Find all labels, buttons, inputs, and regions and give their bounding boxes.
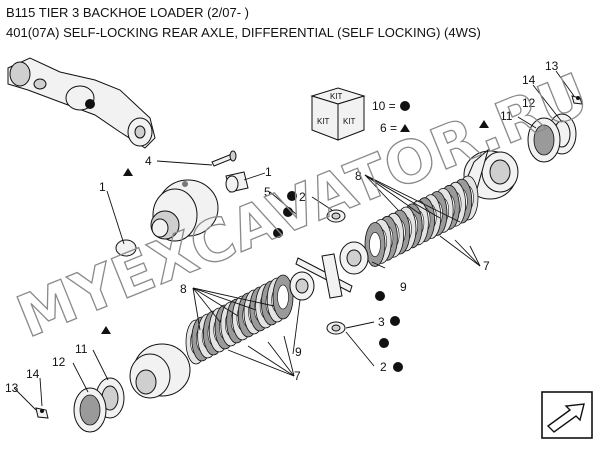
kit-legend: KIT KIT KIT 10 = 6 =: [310, 87, 410, 141]
dot-markers: [273, 191, 403, 372]
callout-12-left: 12: [52, 355, 66, 369]
callout-13-right: 13: [545, 59, 559, 73]
dot-marker-icon: [375, 291, 385, 301]
bolt-4: [211, 150, 237, 167]
callout-2-bottom: 2: [380, 360, 387, 374]
callout-4: 4: [145, 154, 152, 168]
axle-overview-thumbnail: [7, 57, 156, 149]
bushing-1: [115, 171, 249, 257]
clutch-disc-hole: [369, 232, 381, 257]
kit-box-icon: KIT KIT KIT: [310, 87, 366, 141]
clutch-disc-hole: [277, 284, 289, 310]
callout-9-bottom: 9: [295, 345, 302, 359]
bevel-gear-2-upper: [326, 209, 346, 223]
lower-differential-housing: [129, 343, 191, 399]
diagram-subtitle: 401(07A) SELF-LOCKING REAR AXLE, DIFFERE…: [6, 25, 481, 40]
triangle-marker-icon: [123, 168, 133, 176]
dot-marker-icon: [393, 362, 403, 372]
dot-marker-icon: [400, 101, 410, 111]
callout-12-right: 12: [522, 96, 536, 110]
callout-8-right: 8: [355, 169, 362, 183]
dot-marker-icon: [283, 207, 293, 217]
callout-1-left: 1: [99, 180, 106, 194]
left-seal-group: [35, 377, 125, 433]
callout-3: 3: [378, 315, 385, 329]
callout-8-left: 8: [180, 282, 187, 296]
callout-13-left: 13: [5, 381, 19, 395]
upper-differential-housing: [150, 179, 219, 242]
spider-gear-assembly: [289, 241, 369, 301]
dot-marker-icon: [379, 338, 389, 348]
legend-row-6: 6 =: [380, 121, 397, 135]
callout-1-top: 1: [265, 165, 272, 179]
triangle-marker-icon: [101, 326, 111, 334]
callout-14-left: 14: [26, 367, 40, 381]
callout-9-right: 9: [400, 280, 407, 294]
legend-row-10: 10 =: [372, 99, 396, 113]
callout-14-right: 14: [522, 73, 536, 87]
callout-7-bottom: 7: [294, 369, 301, 383]
callout-numbers: 1 1 2 2 3 4 5 7 7 8 8 9 9 11 11 12 12 13…: [5, 59, 559, 395]
callout-7-right: 7: [483, 259, 490, 273]
callout-2-top: 2: [299, 190, 306, 204]
callout-5: 5: [264, 185, 271, 199]
diagram-title: B115 TIER 3 BACKHOE LOADER (2/07- ): [6, 5, 249, 20]
upper-disc-stack: [364, 175, 479, 267]
kit-label-left: KIT: [317, 117, 330, 126]
right-seal-group: [527, 95, 583, 163]
callout-11-right: 11: [500, 109, 513, 123]
kit-label-top: KIT: [330, 92, 343, 101]
callout-11-left: 11: [75, 342, 88, 356]
triangle-markers: [101, 120, 489, 334]
bevel-gear-3-lower: [326, 321, 346, 335]
kit-label-right: KIT: [343, 117, 356, 126]
triangle-marker-icon: [400, 124, 410, 132]
dot-marker-icon: [390, 316, 400, 326]
dot-marker-icon: [287, 191, 297, 201]
lower-disc-stack: [185, 274, 294, 365]
leader-lines: [13, 70, 575, 411]
dot-marker-icon: [273, 228, 283, 238]
next-page-arrow-icon[interactable]: [541, 391, 593, 439]
triangle-marker-icon: [479, 120, 489, 128]
